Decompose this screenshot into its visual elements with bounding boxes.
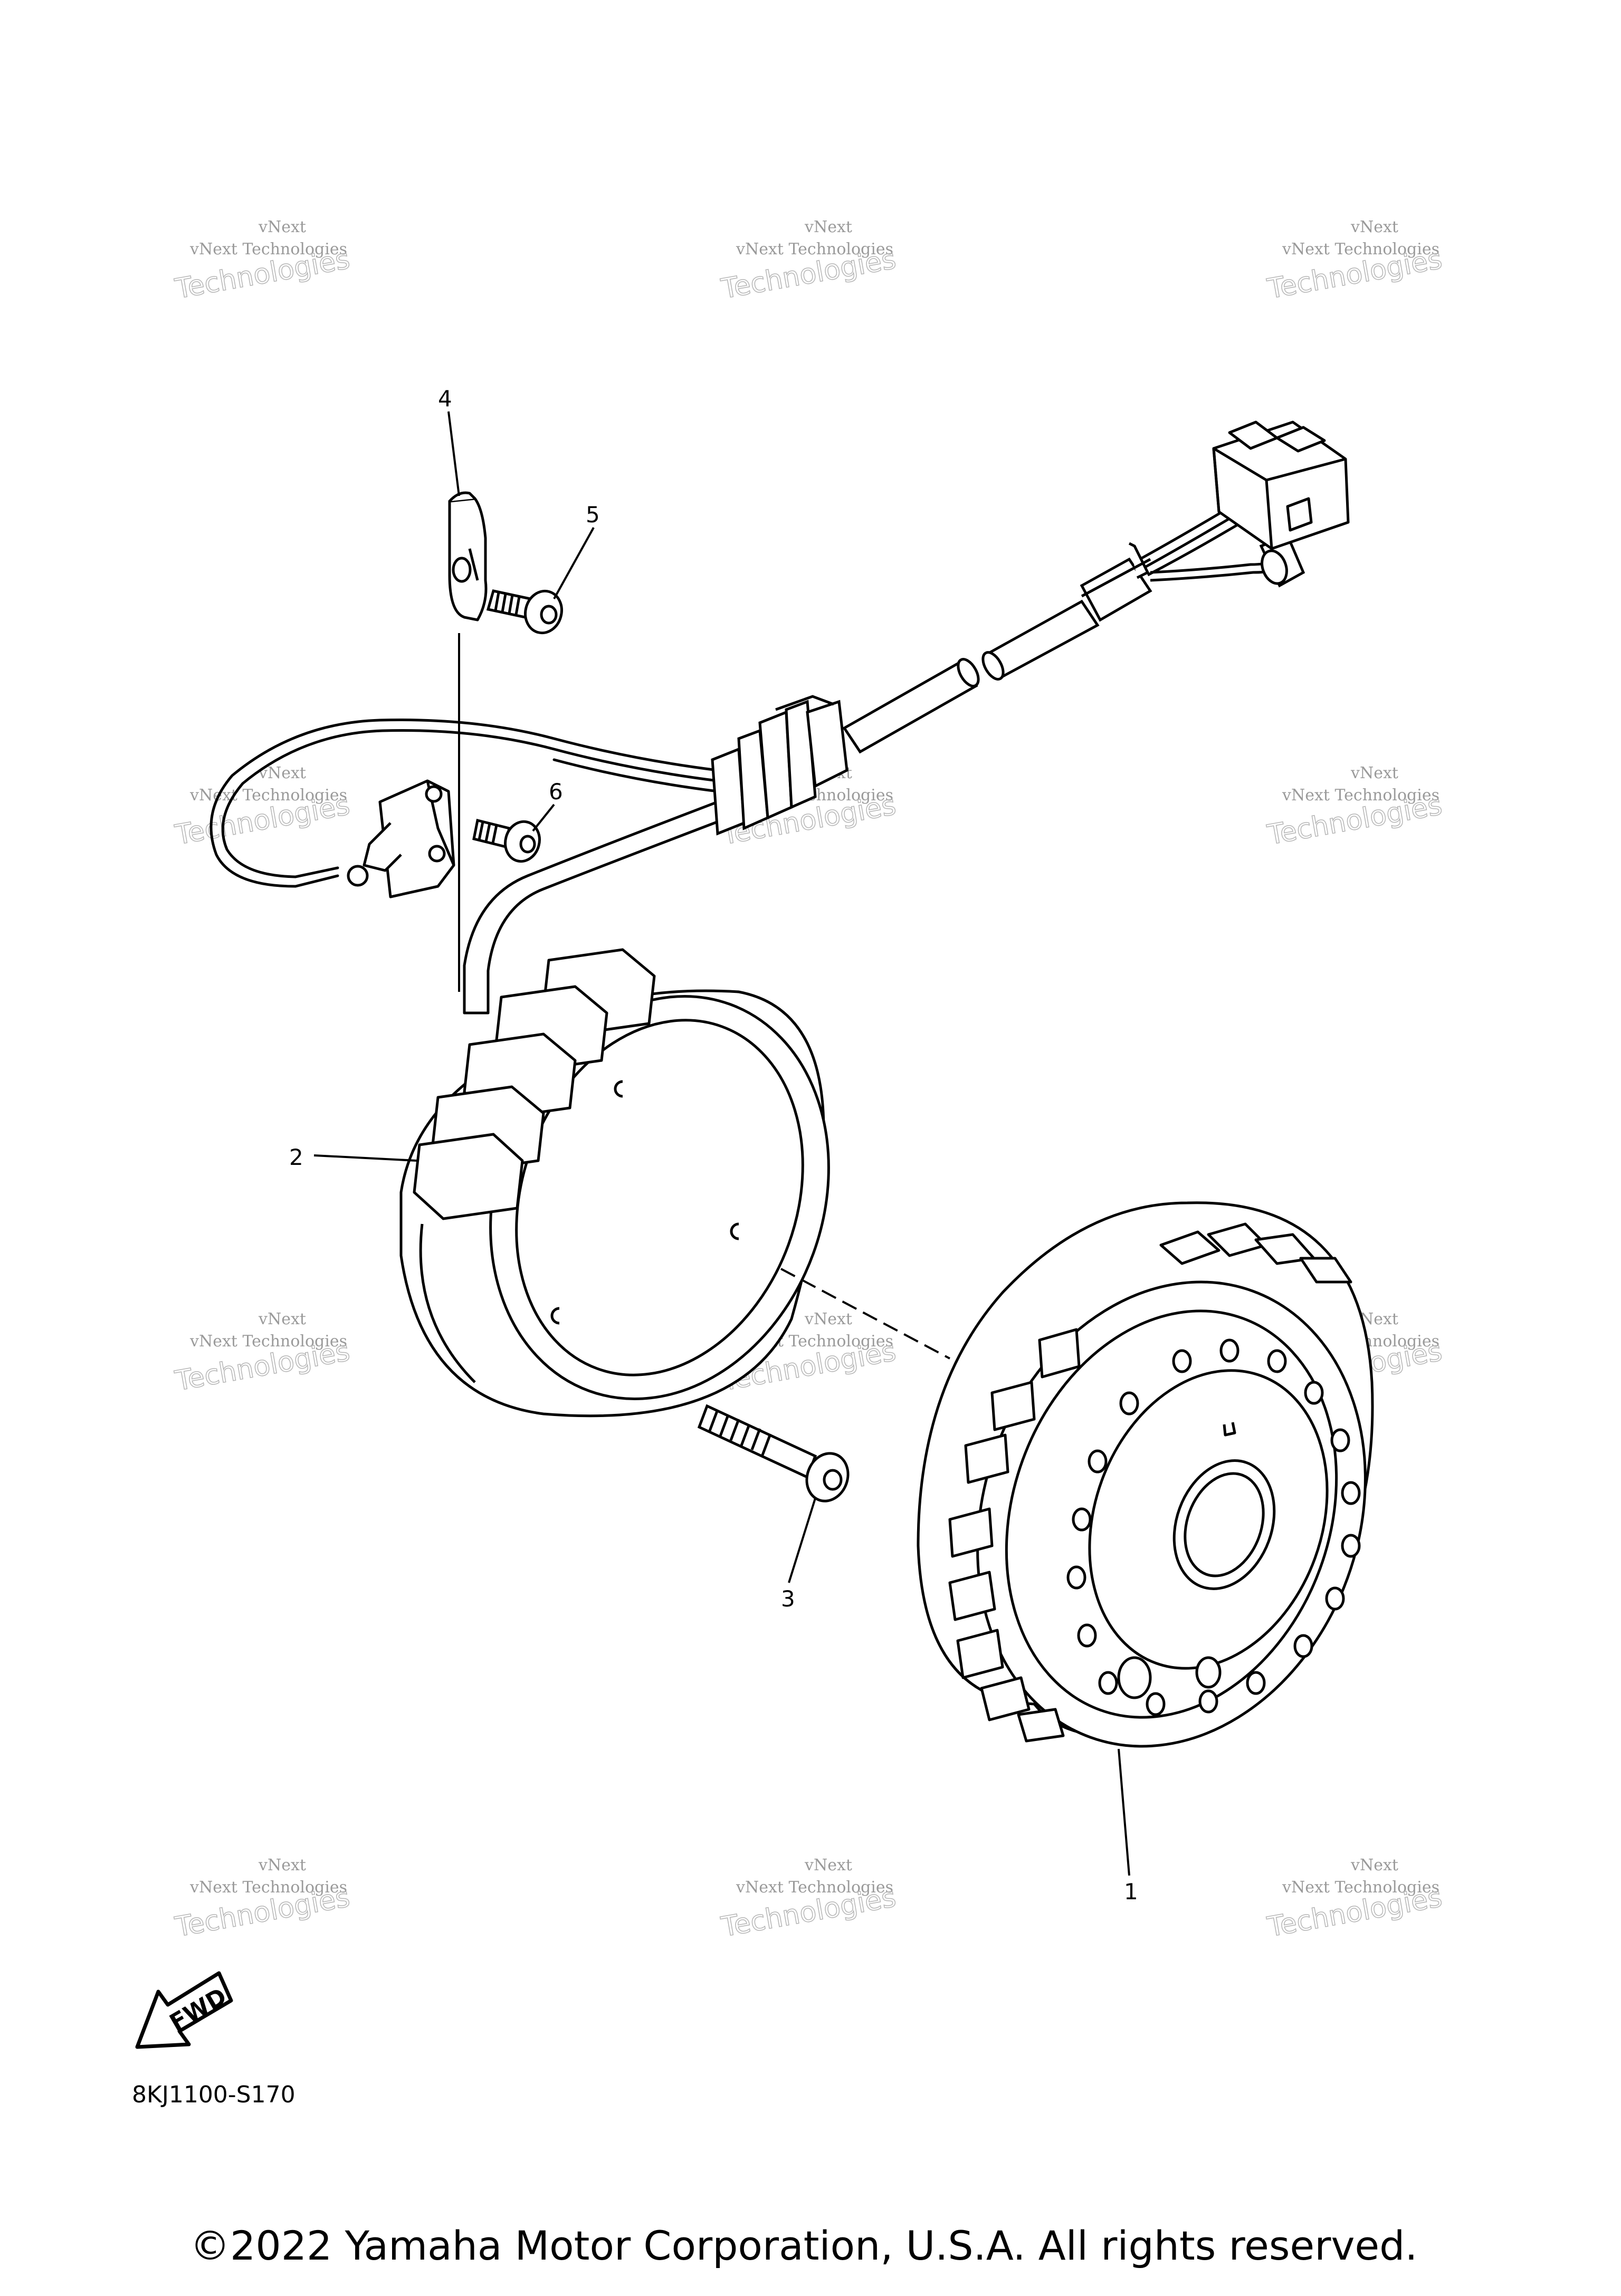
watermark-small: vNext Technologies xyxy=(1282,786,1439,805)
watermark-top: vNext xyxy=(258,1856,306,1874)
part-3-bolt xyxy=(697,1404,850,1503)
part-2-stator xyxy=(399,948,830,1418)
main-coupler xyxy=(1212,420,1350,550)
wiring-harness xyxy=(209,718,730,1015)
part-6-screw xyxy=(472,818,541,863)
callout-2: 2 xyxy=(289,1144,303,1170)
watermark-small: vNext Technologies xyxy=(189,240,347,259)
watermark-small: vNext Technologies xyxy=(736,240,893,259)
watermark-small: vNext Technologies xyxy=(189,1332,347,1351)
callout-3: 3 xyxy=(781,1586,795,1612)
pickup-coil-sensor xyxy=(347,779,455,898)
callout-4: 4 xyxy=(438,386,452,412)
harness-grommet xyxy=(711,695,848,836)
watermark-small: vNext Technologies xyxy=(189,1878,347,1897)
watermark-top: vNext xyxy=(804,1310,852,1328)
part-5-screw xyxy=(486,589,563,635)
watermark-top: vNext xyxy=(804,1856,852,1874)
harness-sheath xyxy=(842,542,1152,754)
watermark-top: vNext xyxy=(258,1310,306,1328)
watermark-top: vNext xyxy=(1350,1856,1398,1874)
watermark-top: vNext xyxy=(258,218,306,236)
callout-6: 6 xyxy=(549,779,563,805)
callout-1: 1 xyxy=(1124,1879,1138,1905)
callout-5: 5 xyxy=(586,502,600,528)
part-4-bracket xyxy=(448,491,488,621)
part-1-rotor xyxy=(917,1201,1374,1748)
watermark-small: vNext Technologies xyxy=(1282,240,1439,259)
watermark-top: vNext xyxy=(804,218,852,236)
watermark-top: vNext xyxy=(1350,764,1398,782)
watermark-small: vNext Technologies xyxy=(1282,1878,1439,1897)
watermark-top: vNext xyxy=(1350,218,1398,236)
leader-lines xyxy=(313,411,1130,1876)
copyright-notice: ©2022 Yamaha Motor Corporation, U.S.A. A… xyxy=(190,2222,1418,2269)
fwd-arrow-icon: FWD xyxy=(135,1971,233,2049)
watermark-small: vNext Technologies xyxy=(736,1878,893,1897)
callouts: 4 5 6 2 3 1 xyxy=(289,386,1138,1905)
reference-code: 8KJ1100-S170 xyxy=(132,2081,295,2108)
